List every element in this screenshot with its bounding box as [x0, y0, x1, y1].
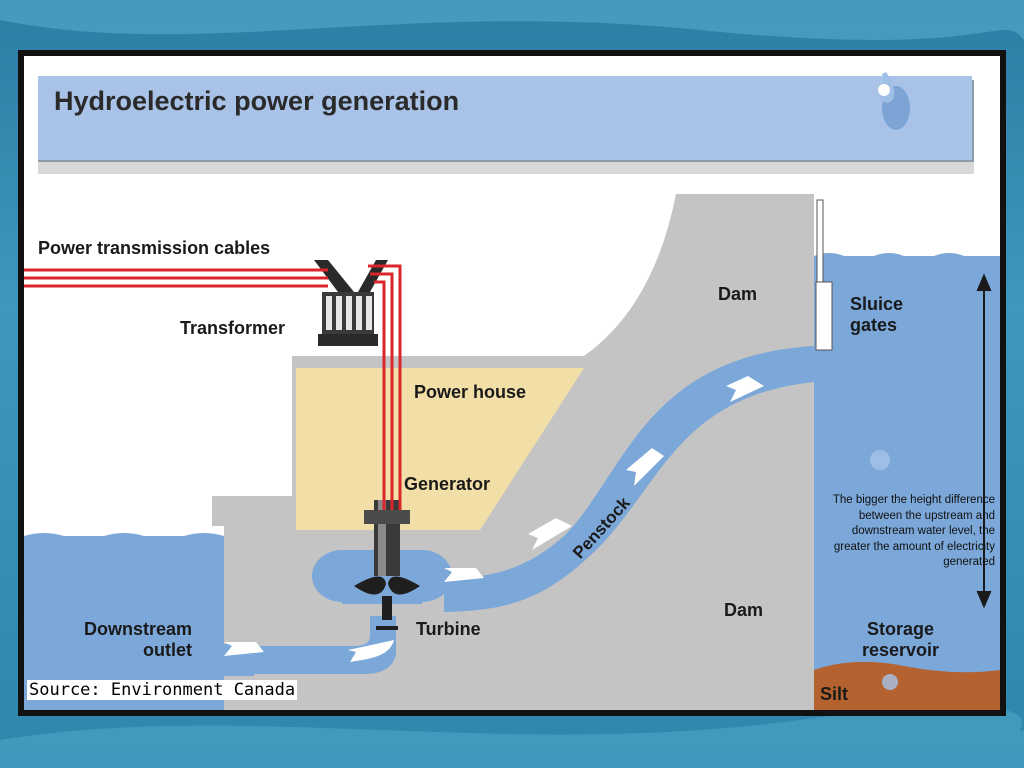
diagram-panel: Hydroelectric power generation Power tra… — [24, 56, 1000, 710]
label-downstream-outlet: Downstream outlet — [84, 619, 193, 660]
label-generator: Generator — [404, 474, 491, 494]
turbine-icon — [354, 576, 420, 630]
sluice-gate — [815, 281, 833, 351]
silt-layer — [814, 661, 1000, 710]
label-sluice-gates: Sluice gates — [850, 294, 904, 335]
label-turbine: Turbine — [416, 619, 481, 639]
storage-reservoir-water — [814, 256, 1000, 710]
label-dam-bottom: Dam — [724, 600, 764, 620]
power-cables — [24, 264, 402, 510]
power-house-box — [296, 368, 584, 530]
flow-arrows — [224, 376, 764, 662]
generator-icon — [364, 510, 410, 524]
label-transformer: Transformer — [180, 318, 286, 338]
hydro-diagram — [24, 72, 1000, 710]
label-power-house: Power house — [414, 382, 527, 402]
label-dam-top: Dam — [718, 284, 758, 304]
height-note: The bigger the height difference between… — [832, 494, 995, 569]
source-caption: Source: Environment Canada — [27, 680, 298, 700]
sluice-gate-rod — [816, 199, 824, 283]
label-storage-reservoir: Storage reservoir — [862, 619, 940, 660]
height-arrow — [976, 273, 992, 609]
title-bar — [38, 76, 972, 160]
transformer-icon — [314, 260, 388, 346]
label-silt: Silt — [820, 684, 849, 704]
label-cables: Power transmission cables — [38, 238, 271, 258]
water-drop-icon — [878, 72, 910, 130]
diagram-title: Hydroelectric power generation — [54, 86, 460, 116]
penstock-pipe — [444, 346, 814, 612]
